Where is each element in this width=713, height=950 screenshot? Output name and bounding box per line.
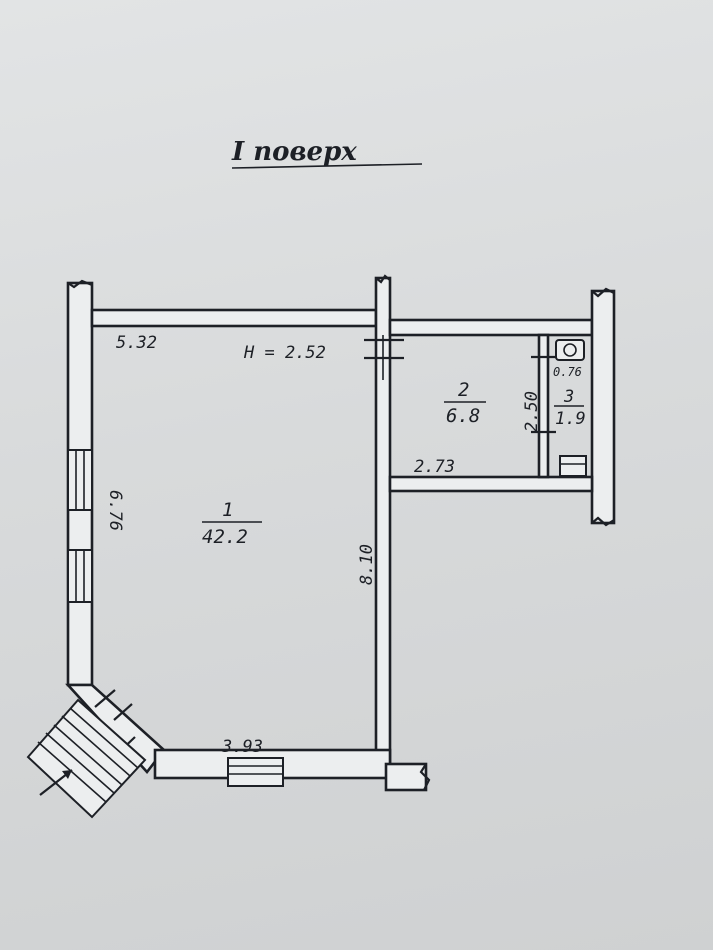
window-left-upper xyxy=(67,449,93,511)
entrance-arrow-icon xyxy=(62,770,72,779)
dim-room3: 0.76 xyxy=(553,365,582,379)
dim-left-wall-room1: 6.76 xyxy=(105,490,125,531)
bottom-wall-room2 xyxy=(388,475,594,493)
window-bottom xyxy=(227,757,284,787)
break-mark-left xyxy=(67,279,93,289)
right-wall xyxy=(590,289,616,525)
floor-title: I поверх xyxy=(231,137,357,167)
room1-area: 42.2 xyxy=(202,526,248,548)
ceiling-height-label: H = 2.52 xyxy=(243,343,326,363)
dim-room2-width: 2.73 xyxy=(414,457,455,477)
washbasin-icon xyxy=(559,455,587,477)
dim-top-wall-room1: 5.32 xyxy=(116,333,157,353)
title-underline xyxy=(231,163,423,169)
door-room1-room2 xyxy=(364,335,404,380)
break-mark-right-top xyxy=(591,287,615,298)
break-mark-bottom xyxy=(419,763,431,791)
dim-room2-height: 2.50 xyxy=(522,391,542,432)
break-mark-center xyxy=(375,274,391,284)
dim-right-wall-room1: 8.10 xyxy=(357,544,377,585)
dim-bottom-wall-room1: 3.93 xyxy=(221,737,263,757)
toilet-icon xyxy=(555,339,585,361)
break-mark-right-bottom xyxy=(591,516,615,527)
room2-area: 6.8 xyxy=(446,405,480,427)
top-wall-room1 xyxy=(90,308,378,328)
room3-area: 1.9 xyxy=(555,409,586,429)
window-left-lower xyxy=(67,549,93,603)
room1-number: 1 xyxy=(222,499,233,521)
partition-room2-room3 xyxy=(537,333,550,479)
room2-number: 2 xyxy=(458,379,469,401)
entrance-steps xyxy=(26,698,147,819)
top-wall-room2 xyxy=(388,318,594,337)
bottom-wall-stub xyxy=(384,762,428,792)
door-room2-room3 xyxy=(531,355,556,434)
room3-number: 3 xyxy=(563,387,574,407)
